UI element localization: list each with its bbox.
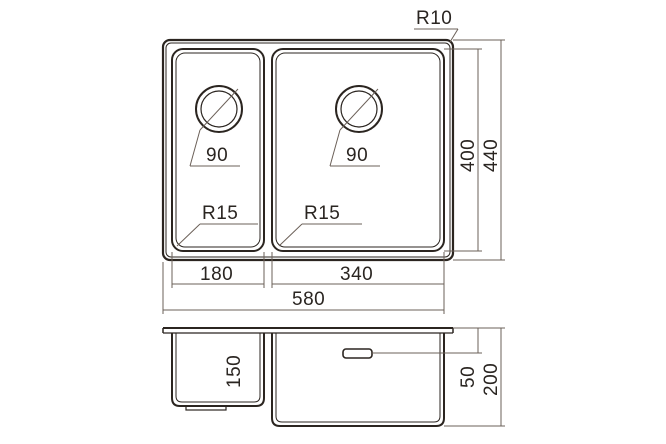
- right-drain: 90: [329, 85, 383, 167]
- total-depth-label: 200: [481, 363, 502, 396]
- height-dimensions: 400 440: [444, 39, 505, 261]
- bowl-width-dimensions: 180 340: [162, 252, 445, 314]
- outer-radius-label: R10: [416, 8, 452, 29]
- right-bowl-inner-line: [275, 52, 441, 248]
- side-left-bowl-inner-line: [175, 333, 261, 403]
- side-right-bowl-inner-line: [275, 333, 441, 423]
- left-bowl-outline: [171, 48, 265, 252]
- right-drain-diameter-label: 90: [346, 145, 368, 166]
- outer-radius-callout: R10: [414, 8, 459, 43]
- left-bowl-inner-line: [175, 52, 261, 248]
- right-bowl-width-label: 340: [340, 264, 373, 285]
- total-width-dimension: 580: [163, 289, 444, 311]
- left-drain-outer-ring: [195, 85, 243, 133]
- right-drain-outer-ring: [335, 85, 383, 133]
- right-drain-diameter-line: [339, 88, 379, 131]
- side-left-bowl-outline: [171, 333, 265, 407]
- overflow-slot: [342, 348, 373, 359]
- side-left-drain-stub: [185, 405, 227, 411]
- right-drain-leader: [329, 129, 341, 167]
- sink-outer-rim-inner-line: [165, 42, 451, 258]
- left-drain-diameter-label: 90: [206, 145, 228, 166]
- right-bowl-radius-callout: R15: [278, 203, 362, 247]
- top-view: 90 90 R15 R15 R10: [161, 8, 505, 314]
- overflow-height-label: 50: [458, 366, 479, 388]
- left-drain-diameter-line: [199, 88, 239, 131]
- left-bowl-depth-dimension: 150: [224, 355, 245, 388]
- left-bowl-depth-label: 150: [224, 355, 245, 388]
- outer-radius-leader: [449, 28, 459, 43]
- left-drain-leader: [189, 129, 201, 167]
- left-bowl-radius-leader: [176, 223, 201, 247]
- right-drain-inner-ring: [340, 90, 378, 128]
- outer-height-label: 440: [481, 139, 502, 172]
- left-drain-inner-ring: [200, 90, 238, 128]
- sink-outer-rim: [161, 38, 455, 262]
- total-width-label: 580: [292, 289, 325, 310]
- right-bowl-outline: [271, 48, 445, 252]
- right-bowl-radius-leader: [278, 223, 303, 247]
- left-bowl-width-label: 180: [200, 264, 233, 285]
- left-bowl-radius-callout: R15: [176, 203, 258, 247]
- left-drain: 90: [189, 85, 243, 167]
- inner-height-label: 400: [458, 139, 479, 172]
- left-bowl-radius-label: R15: [202, 203, 238, 224]
- side-right-bowl-outline: [271, 333, 445, 427]
- side-height-dimensions: 50 200: [444, 327, 505, 427]
- side-view: 150 50 200: [162, 327, 505, 427]
- right-bowl-radius-label: R15: [304, 203, 340, 224]
